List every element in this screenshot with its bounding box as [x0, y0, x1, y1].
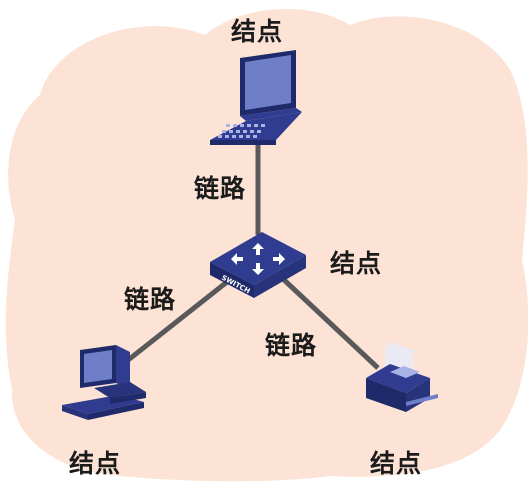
link-label-right: 链路	[265, 331, 318, 360]
node-label-bottom-right: 结点	[370, 449, 423, 478]
laptop-icon	[210, 50, 302, 145]
link-label-top: 链路	[194, 174, 247, 203]
printer-icon	[366, 342, 438, 412]
node-label-bottom-left: 结点	[69, 449, 122, 478]
link-line-right	[280, 276, 380, 370]
desktop-computer-icon	[62, 345, 146, 420]
link-line-left	[116, 276, 234, 370]
node-label-top: 结点	[231, 17, 284, 46]
node-label-switch: 结点	[330, 249, 383, 278]
link-label-left: 链路	[124, 285, 177, 314]
